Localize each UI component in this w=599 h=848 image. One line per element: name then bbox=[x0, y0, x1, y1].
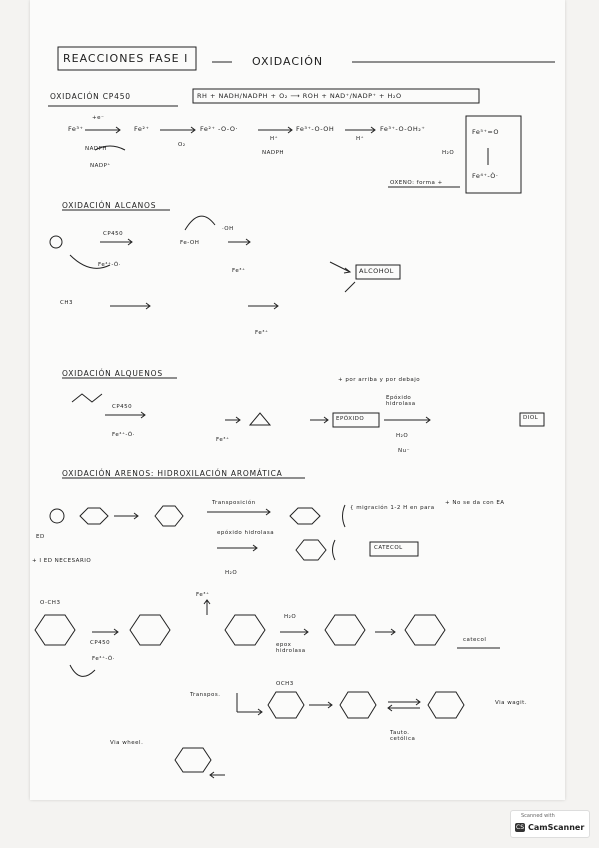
page-title: REACCIONES FASE I bbox=[63, 52, 189, 65]
s5-catecol: catecol bbox=[463, 637, 487, 643]
arenos-h2o: H₂O bbox=[225, 570, 238, 576]
chain-fe5-oxo: Fe⁵⁺=O bbox=[472, 128, 499, 136]
alquenos-cp450: CP450 bbox=[112, 404, 133, 410]
alquenos-nu: Nu⁻ bbox=[398, 448, 411, 454]
alquenos-fe4: Fe⁴⁺-Ȯ· bbox=[112, 432, 135, 438]
alcohol-box: ALCOHOL bbox=[359, 267, 394, 275]
alquenos-fe3: Fe³⁺ bbox=[216, 437, 230, 443]
alcanos-ch3: CH3 bbox=[60, 300, 73, 306]
section-heading-arenos: OXIDACIÓN ARENOS: HIDROXILACIÓN AROMÁTIC… bbox=[62, 469, 283, 478]
s5-via-wagit: Via wagit. bbox=[495, 700, 528, 706]
chain-fe3: Fe³⁺ bbox=[68, 125, 84, 133]
arenos-note-ea: + No se da con EA bbox=[445, 500, 505, 506]
arenos-migracion: { migración 1-2 H en para bbox=[350, 505, 435, 511]
label-h2o: H₂O bbox=[442, 150, 455, 156]
alcanos-cp450: CP450 bbox=[103, 231, 124, 237]
label-oxeno: OXENO: forma + bbox=[390, 180, 443, 186]
s5-h2o: H₂O bbox=[284, 614, 297, 620]
label-nadph: NADPH bbox=[85, 146, 108, 152]
alquenos-hidrolasa: Epóxido hidrolasa bbox=[386, 395, 416, 407]
chain-fe2-oo: Fe²⁺ -O-O· bbox=[200, 125, 239, 133]
catecol-box: CATECOL bbox=[374, 545, 403, 551]
badge-small-text: Scanned with bbox=[521, 813, 555, 819]
arenos-ed: ED bbox=[36, 534, 45, 540]
label-nadph-2: NADPH bbox=[262, 150, 285, 156]
label-h-plus-2: H⁺ bbox=[356, 136, 365, 142]
label-electron: +e⁻ bbox=[92, 115, 105, 121]
label-h-plus-1: H⁺ bbox=[270, 136, 279, 142]
section-heading-cp450: OXIDACIÓN CP450 bbox=[50, 92, 131, 101]
notebook-page bbox=[30, 0, 565, 800]
diol-box: DIOL bbox=[523, 415, 539, 421]
s5-via-wheel: Via wheel. bbox=[110, 740, 144, 746]
alcanos-oh-radical: ·OH bbox=[222, 226, 234, 232]
epoxido-box: EPÓXIDO bbox=[336, 416, 365, 422]
s5-fe3: Fe³⁺ bbox=[196, 592, 210, 598]
s5-och3: OCH3 bbox=[276, 681, 294, 687]
arenos-transposicion: Transposición bbox=[212, 500, 256, 506]
ring1-och3: O-CH3 bbox=[40, 600, 61, 606]
s5-fe4: Fe⁴⁺-Ȯ· bbox=[92, 656, 115, 662]
alcanos-fe4: Fe⁴⁺-Ȯ· bbox=[98, 262, 121, 268]
section-heading-alcanos: OXIDACIÓN ALCANOS bbox=[62, 201, 157, 210]
cp450-equation: RH + NADH/NADPH + O₂ ⟶ ROH + NAD⁺/NADP⁺ … bbox=[197, 92, 402, 100]
arenos-hidrolasa: epóxido hidrolasa bbox=[217, 530, 275, 536]
s5-transpos: Transpos. bbox=[190, 692, 221, 698]
section-heading-alquenos: OXIDACIÓN ALQUENOS bbox=[62, 369, 163, 378]
badge-name: CamScanner bbox=[528, 823, 585, 832]
chain-fe2: Fe²⁺ bbox=[134, 125, 150, 133]
alcanos-fe3-2: Fe³⁺ bbox=[255, 330, 269, 336]
s5-tauto: Tauto. cetólica bbox=[390, 730, 416, 742]
chain-fe4-radical: Fe⁴⁺-Ȯ· bbox=[472, 172, 499, 180]
arenos-ed-note: + I ED NECESARIO bbox=[32, 558, 92, 564]
alquenos-note: + por arriba y por debajo bbox=[338, 377, 421, 383]
label-o2: O₂ bbox=[178, 142, 186, 148]
alcanos-fe3: Fe³⁺ bbox=[232, 268, 246, 274]
s5-hidrolasa: epox hidrolasa bbox=[276, 642, 306, 654]
chain-fe3-ooh: Fe³⁺-O-OH bbox=[296, 125, 335, 133]
s5-cp450: CP450 bbox=[90, 640, 111, 646]
camscanner-badge: Scanned with CS CamScanner bbox=[510, 810, 590, 838]
camscanner-logo-icon: CS bbox=[515, 823, 525, 832]
chain-fe3-ooh2: Fe³⁺-O-OH₂⁺ bbox=[380, 125, 426, 133]
page-subtitle: OXIDACIÓN bbox=[252, 55, 324, 68]
alquenos-h2o: H₂O bbox=[396, 433, 409, 439]
label-nadp: NADP⁺ bbox=[90, 163, 111, 169]
alcanos-feoh: Fe-OH bbox=[180, 240, 200, 246]
